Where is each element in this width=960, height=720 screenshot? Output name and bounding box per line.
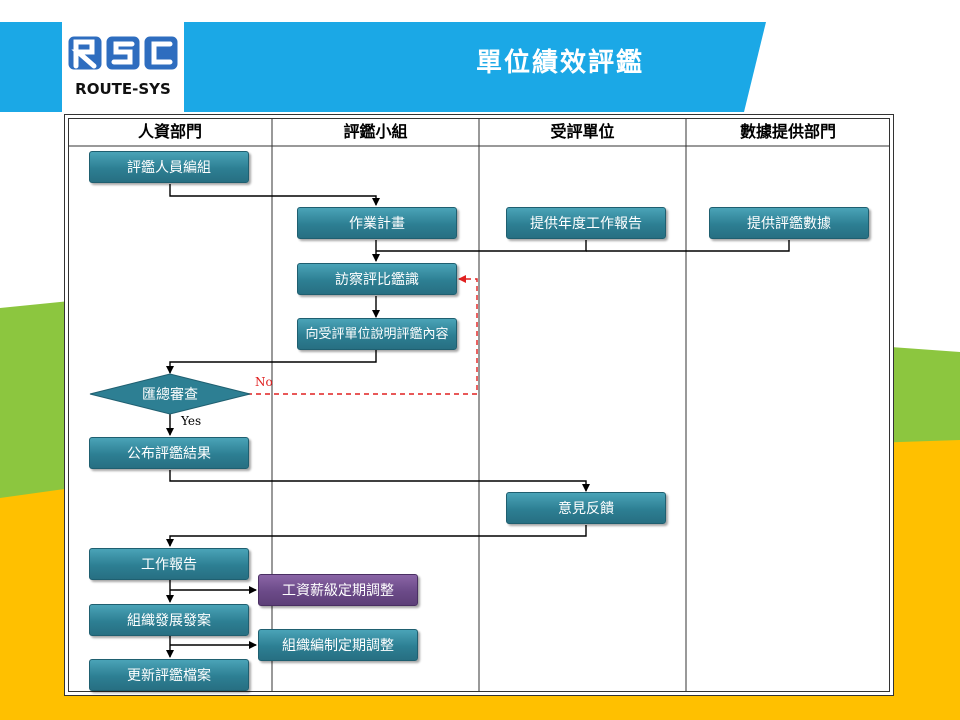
node-org-adjust: 組織編制定期調整 xyxy=(258,629,418,661)
header-bar xyxy=(0,22,766,112)
node-provide-data: 提供評鑑數據 xyxy=(709,207,869,239)
edge-publish-to-feedback xyxy=(169,470,590,492)
edge-grouping-to-plan xyxy=(169,184,380,206)
company-logo: ROUTE-SYS xyxy=(62,22,184,112)
decision-diamond xyxy=(89,373,251,415)
logo-text: ROUTE-SYS xyxy=(75,80,171,98)
node-staff-grouping: 評鑑人員編組 xyxy=(89,151,249,183)
node-site-visit: 訪察評比鑑識 xyxy=(297,263,457,295)
node-work-report: 工作報告 xyxy=(89,548,249,580)
node-annual-report: 提供年度工作報告 xyxy=(506,207,666,239)
edge-data-join xyxy=(586,240,790,252)
edge-feedback-to-report xyxy=(166,525,587,547)
node-update-files: 更新評鑑檔案 xyxy=(89,659,249,691)
lane-header-hr: 人資部門 xyxy=(137,122,202,141)
node-salary-adjust: 工資薪級定期調整 xyxy=(258,574,418,606)
edge-no-loop xyxy=(247,275,478,395)
lane-header-data-provider: 數據提供部門 xyxy=(739,122,836,141)
node-explain: 向受評單位說明評鑑內容 xyxy=(297,318,457,350)
edge-label-yes: Yes xyxy=(181,414,202,428)
node-work-plan: 作業計畫 xyxy=(297,207,457,239)
edge-label-no: No xyxy=(255,375,273,389)
edge-explain-to-review xyxy=(166,350,377,374)
node-org-dev: 組織發展發案 xyxy=(89,604,249,636)
logo-mark xyxy=(67,35,179,71)
node-publish: 公布評鑑結果 xyxy=(89,437,249,469)
node-review: 匯總審查 xyxy=(142,387,198,403)
lane-header-committee: 評鑑小組 xyxy=(343,122,408,141)
page-title: 單位績效評鑑 xyxy=(475,48,644,78)
edge-report-join xyxy=(376,240,587,252)
lane-header-evaluated-unit: 受評單位 xyxy=(550,122,615,141)
node-feedback: 意見反饋 xyxy=(506,492,666,524)
